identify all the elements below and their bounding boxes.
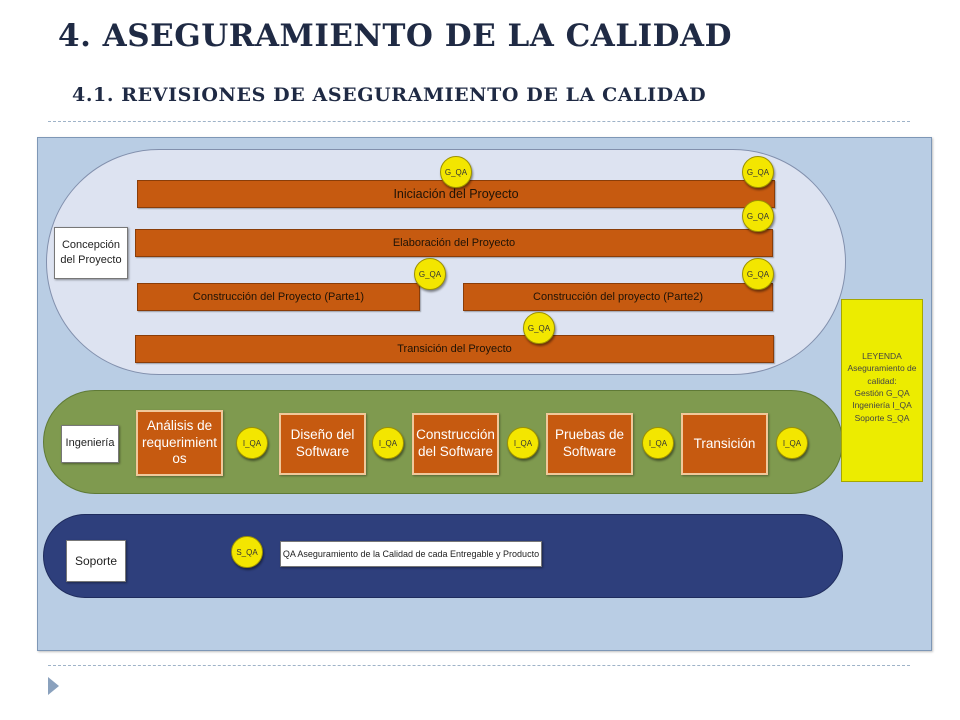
lane-label-concepcion-line1: Concepción (61, 238, 121, 251)
step-pruebas-software: Pruebas de Software (546, 413, 633, 475)
activity-elaboracion: Elaboración del Proyecto (135, 229, 773, 257)
lane-label-concepcion-line2: del Proyecto (60, 254, 122, 266)
qa-marker-ingenieria: I_QA (776, 427, 808, 459)
legend-line: calidad: (867, 375, 897, 386)
legend-gestion: Gestión G_QA (854, 387, 910, 398)
activity-transicion-proyecto: Transición del Proyecto (135, 335, 774, 363)
step-diseno-software: Diseño del Software (279, 413, 366, 475)
legend-ingenieria: Ingeniería I_QA (852, 400, 912, 411)
lane-label-ingenieria: Ingeniería (61, 425, 119, 463)
next-arrow-icon[interactable] (48, 677, 59, 695)
lane-label-soporte: Soporte (66, 540, 126, 582)
step-construccion-line2: del Software (417, 444, 494, 459)
qa-marker-ingenieria: I_QA (372, 427, 404, 459)
qa-marker-gestion: G_QA (523, 312, 555, 344)
page-title: 4. ASEGURAMIENTO DE LA CALIDAD (58, 18, 732, 54)
qa-marker-gestion: G_QA (742, 156, 774, 188)
step-analisis-requerimientos: Análisis de requerimient os (136, 410, 223, 476)
step-construccion-software: Construcción del Software (412, 413, 499, 475)
top-divider (48, 121, 910, 122)
activity-construccion-parte1: Construcción del Proyecto (Parte1) (137, 283, 420, 311)
qa-marker-ingenieria: I_QA (236, 427, 268, 459)
legend: LEYENDA Aseguramiento de calidad: Gestió… (841, 299, 923, 482)
soporte-description: QA Aseguramiento de la Calidad de cada E… (280, 541, 542, 567)
activity-construccion-parte2: Construcción del proyecto (Parte2) (463, 283, 773, 311)
qa-marker-ingenieria: I_QA (507, 427, 539, 459)
legend-line: Aseguramiento de (847, 363, 917, 374)
step-pruebas-line2: Software (562, 444, 617, 459)
bottom-divider (48, 665, 910, 666)
qa-marker-gestion: G_QA (414, 258, 446, 290)
step-analisis-line3: os (172, 451, 187, 467)
step-diseno-line1: Diseño del (290, 427, 355, 443)
page-subtitle: 4.1. REVISIONES DE ASEGURAMIENTO DE LA C… (72, 84, 707, 106)
step-analisis-line2: requerimient (141, 434, 218, 450)
lane-label-concepcion: Concepción del Proyecto (54, 227, 128, 279)
qa-marker-gestion: G_QA (742, 200, 774, 232)
qa-marker-ingenieria: I_QA (642, 427, 674, 459)
legend-title: LEYENDA (862, 351, 902, 361)
qa-marker-soporte: S_QA (231, 536, 263, 568)
step-construccion-line1: Construcción (416, 427, 495, 443)
qa-marker-gestion: G_QA (440, 156, 472, 188)
qa-marker-gestion: G_QA (742, 258, 774, 290)
step-transicion: Transición (681, 413, 768, 475)
step-analisis-line1: Análisis de (146, 417, 213, 433)
step-diseno-line2: Software (295, 444, 350, 459)
legend-soporte: Soporte S_QA (854, 412, 910, 423)
qa-diagram: Concepción del Proyecto Iniciación del P… (37, 137, 932, 651)
step-pruebas-line1: Pruebas de (554, 427, 625, 443)
